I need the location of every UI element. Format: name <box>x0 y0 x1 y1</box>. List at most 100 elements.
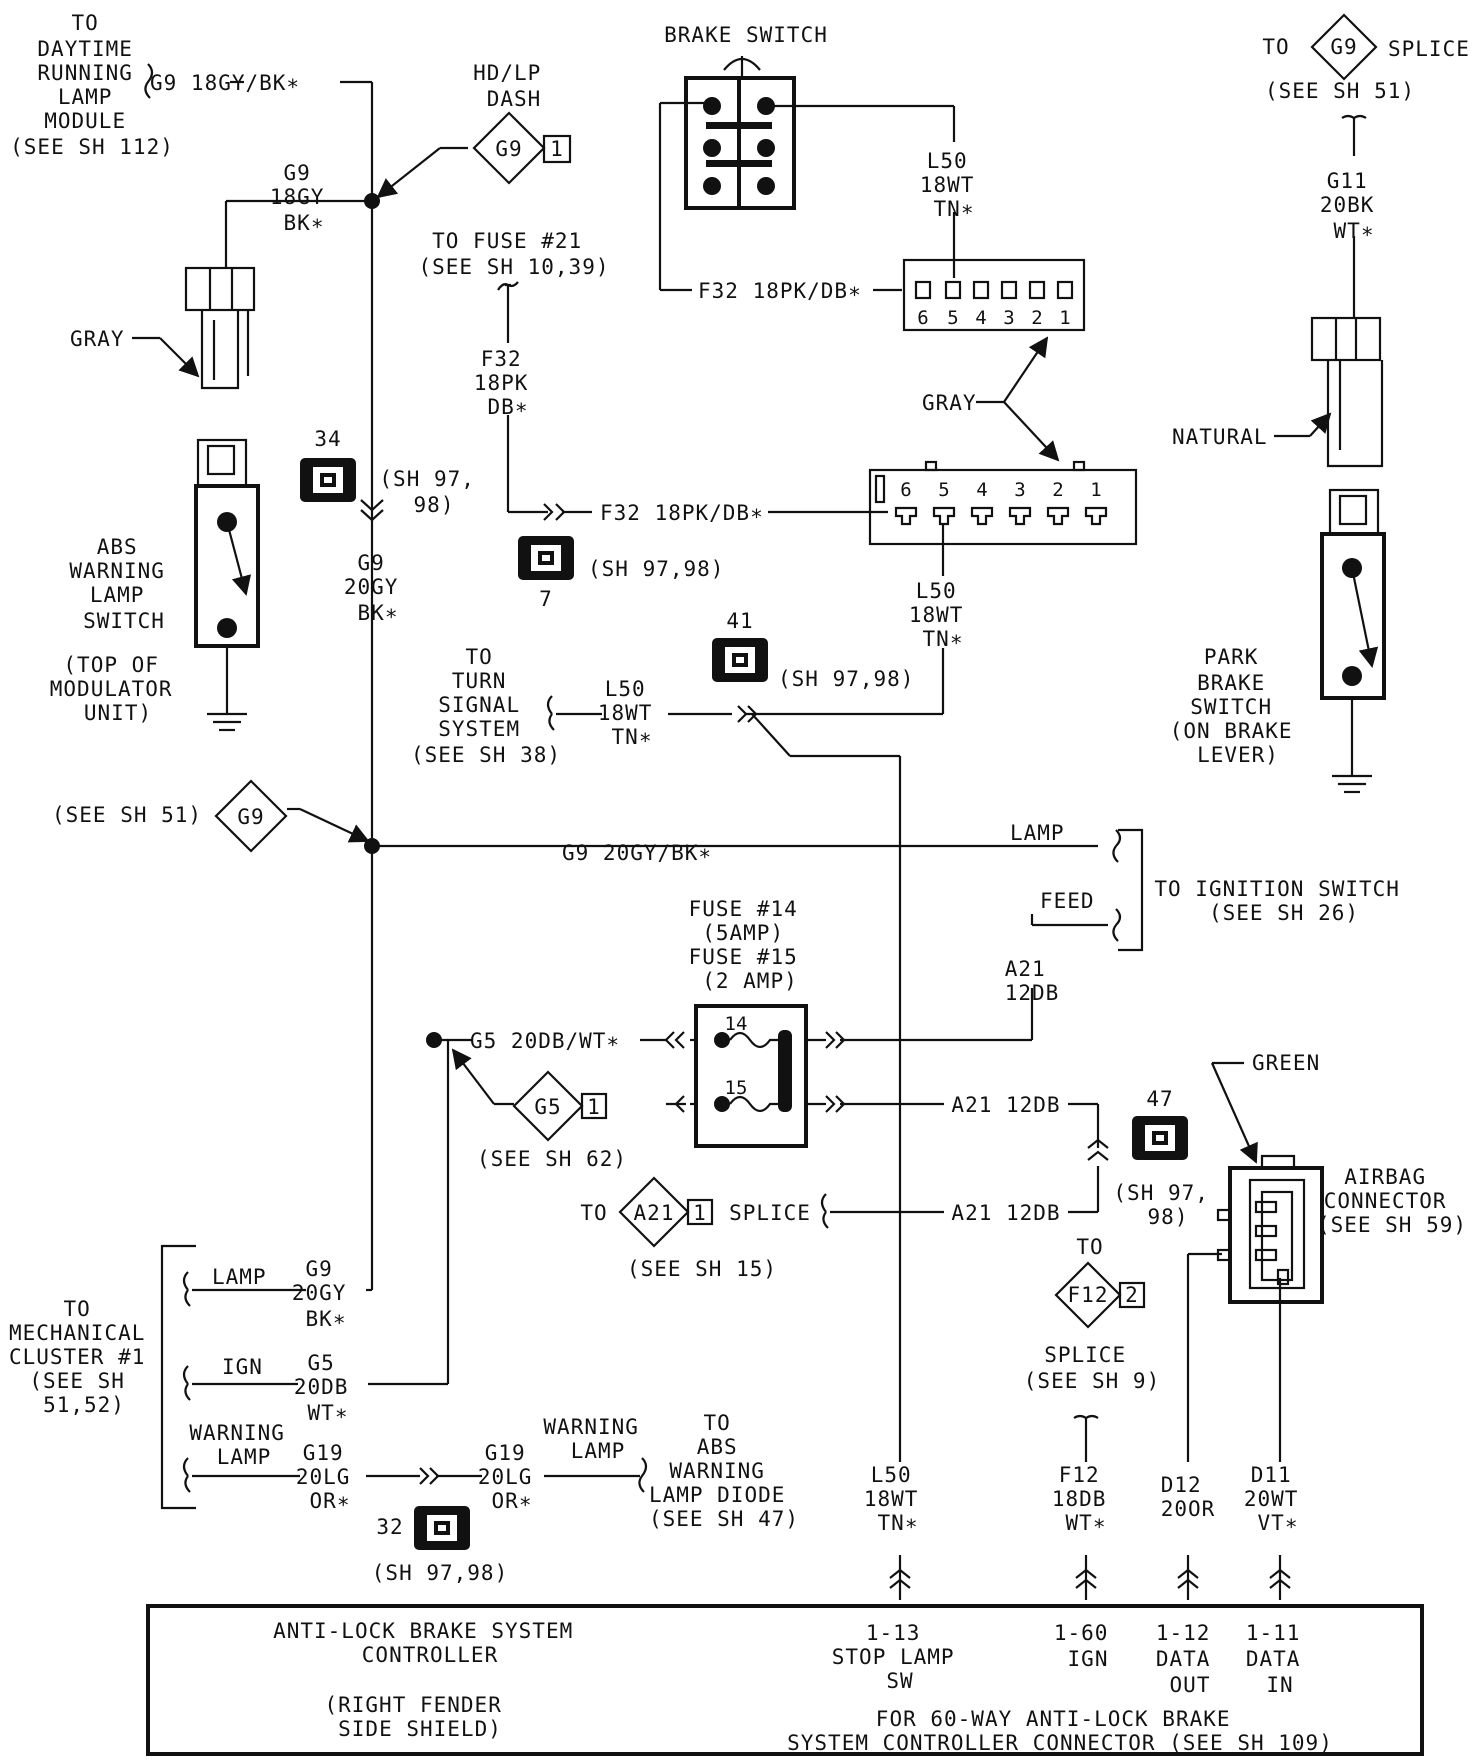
splice-dots <box>364 193 442 1048</box>
to-fuse-21-label: TO FUSE #21 (SEE SH 10,39) <box>418 229 609 279</box>
airbag-connector-icon <box>1216 1154 1324 1304</box>
see-sh-51-left: (SEE SH 51) <box>52 803 202 827</box>
gray-label-left: GRAY <box>70 327 125 351</box>
inline-connectors <box>360 499 1291 1589</box>
see-sh-15-label: (SEE SH 15) <box>627 1257 777 1281</box>
abs-switch-label: ABS WARNING LAMP SWITCH <box>69 535 178 633</box>
fuse-labels: FUSE #14 (5AMP) FUSE #15 (2 AMP) <box>689 897 812 993</box>
abs-switch-icon <box>194 438 260 732</box>
g9-splice-diamond-top <box>1310 13 1378 81</box>
connector-41-label: 41 <box>726 609 753 633</box>
warning-lamp-label-2: WARNING LAMP <box>543 1415 652 1463</box>
l50-turn-signal-label: L50 18WT TN∗ <box>598 677 666 749</box>
svg-text:6: 6 <box>917 307 928 329</box>
l50-mid-label: L50 18WT TN∗ <box>909 579 977 651</box>
f32-mid-wire-label: F32 18PK/DB∗ <box>600 501 764 525</box>
connector-34-icon <box>300 458 356 502</box>
pin-1-12-label: 1-12 DATA OUT <box>1156 1621 1224 1697</box>
a21-feed-label: A21 12DB <box>1005 957 1060 1005</box>
svg-text:4: 4 <box>975 307 986 329</box>
to-f12-label: TO <box>1076 1235 1103 1259</box>
brake-switch-title: BRAKE SWITCH <box>664 23 828 47</box>
park-brake-switch-icon <box>1320 488 1386 794</box>
natural-label: NATURAL <box>1172 425 1268 449</box>
d12-label: D12 20OR <box>1161 1473 1216 1521</box>
svg-text:5: 5 <box>938 479 949 501</box>
g11-label: G11 20BK WT∗ <box>1320 169 1388 243</box>
brake-connector-top <box>902 258 1086 332</box>
connector-34-label: 34 <box>314 427 341 451</box>
l50-bottom-label: L50 18WT TN∗ <box>864 1463 932 1535</box>
sh-97-98-label-e: (SH 97,98) <box>372 1561 508 1585</box>
sh-97-98-label-a: (SH 97, 98) <box>379 467 488 517</box>
green-label: GREEN <box>1252 1051 1320 1075</box>
connector-41-icon <box>712 638 768 682</box>
gray-label-right: GRAY <box>922 391 977 415</box>
natural-connector <box>1310 316 1384 468</box>
fuse-14-label: 14 <box>725 1013 748 1035</box>
g9-cluster-label: G9 20GY BK∗ <box>292 1257 360 1331</box>
g19-label-b: G19 20LG OR∗ <box>478 1441 546 1513</box>
ignition-bracket <box>1118 828 1144 952</box>
sh-97-98-label-c: (SH 97,98) <box>778 667 914 691</box>
f32-top-wire-label: F32 18PK/DB∗ <box>698 279 862 303</box>
svg-text:2: 2 <box>1052 479 1063 501</box>
a21-pin-label: 1 <box>693 1201 707 1225</box>
f32-vertical-label: F32 18PK DB∗ <box>474 347 542 419</box>
a21-wire-label-2: A21 12DB <box>951 1201 1060 1225</box>
to-a21-label: TO <box>580 1201 607 1225</box>
bottom-connector-pin-labels: 6 5 4 3 2 1 <box>900 479 1101 501</box>
lamp-cluster-label: LAMP <box>212 1265 267 1289</box>
connector-32-label: 32 <box>376 1515 403 1539</box>
fuse-15-label: 15 <box>725 1077 748 1099</box>
a21-wire-label-1: A21 12DB <box>951 1093 1060 1117</box>
wire-end-tails <box>144 63 1367 1493</box>
pin-1-60-label: 1-60 IGN <box>1054 1621 1122 1671</box>
sh-97-98-label-d: (SH 97, 98) <box>1113 1181 1222 1229</box>
see-sh-62-label: (SEE SH 62) <box>477 1147 627 1171</box>
f12-diamond <box>1054 1261 1146 1329</box>
g5-diamond-label: G5 <box>534 1095 561 1119</box>
g9-left-diamond-label: G9 <box>237 805 264 829</box>
pin-1-13-label: 1-13 STOP LAMP SW <box>832 1621 968 1693</box>
turn-signal-label: TO TURN SIGNAL SYSTEM (SEE SH 38) <box>411 645 561 767</box>
svg-text:3: 3 <box>1003 307 1014 329</box>
svg-text:3: 3 <box>1014 479 1025 501</box>
g19-label-a: G19 20LG OR∗ <box>296 1441 364 1513</box>
connector-47-label: 47 <box>1146 1087 1173 1111</box>
sh-97-98-label-b: (SH 97,98) <box>588 557 724 581</box>
g5-cluster-label: G5 20DB WT∗ <box>294 1351 362 1425</box>
airbag-connector-label: AIRBAG CONNECTOR (SEE SH 59) <box>1317 1165 1467 1237</box>
f12-pin-label: 2 <box>1125 1283 1139 1307</box>
svg-text:2: 2 <box>1031 307 1042 329</box>
g9-splice-diamond-label: G9 <box>1330 35 1357 59</box>
abs-lamp-diode-label: TO ABS WARNING LAMP DIODE (SEE SH 47) <box>649 1411 799 1531</box>
svg-text:4: 4 <box>976 479 987 501</box>
park-brake-label: PARK BRAKE SWITCH (ON BRAKE LEVER) <box>1170 645 1306 767</box>
a21-diamond <box>618 1176 714 1248</box>
fender-label: (RIGHT FENDER SIDE SHIELD) <box>324 1693 515 1741</box>
cluster-bracket <box>160 1244 196 1510</box>
f12-wire-label: F12 18DB WT∗ <box>1052 1463 1120 1535</box>
g9-top-wire-label: G9 18GY/BK∗ <box>150 71 300 95</box>
ign-label: IGN <box>222 1355 263 1379</box>
ignition-switch-label: TO IGNITION SWITCH (SEE SH 26) <box>1154 877 1413 925</box>
to-label-top-right: TO <box>1262 35 1289 59</box>
svg-text:6: 6 <box>900 479 911 501</box>
f12-diamond-label: F12 <box>1068 1283 1109 1307</box>
g5-pin-label: 1 <box>587 1095 601 1119</box>
g9-left-diamond <box>214 779 288 853</box>
hdlp-label: HD/LP DASH <box>473 61 555 111</box>
sixty-way-connector-label: FOR 60-WAY ANTI-LOCK BRAKE SYSTEM CONTRO… <box>787 1707 1333 1755</box>
connector-47-icon <box>1132 1116 1188 1160</box>
drl-module-label: TO DAYTIME RUNNING LAMP MODULE (SEE SH 1… <box>10 11 174 159</box>
l50-top-label: L50 18WT TN∗ <box>920 149 988 221</box>
svg-text:1: 1 <box>1059 307 1070 329</box>
top-connector-pin-labels: 6 5 4 3 2 1 <box>917 307 1070 329</box>
controller-label: ANTI-LOCK BRAKE SYSTEM CONTROLLER <box>273 1619 587 1667</box>
a21-splice-label: SPLICE <box>729 1201 811 1225</box>
abs-controller-box <box>146 1604 1424 1756</box>
gray-connector-left <box>132 266 256 390</box>
svg-text:1: 1 <box>1090 479 1101 501</box>
